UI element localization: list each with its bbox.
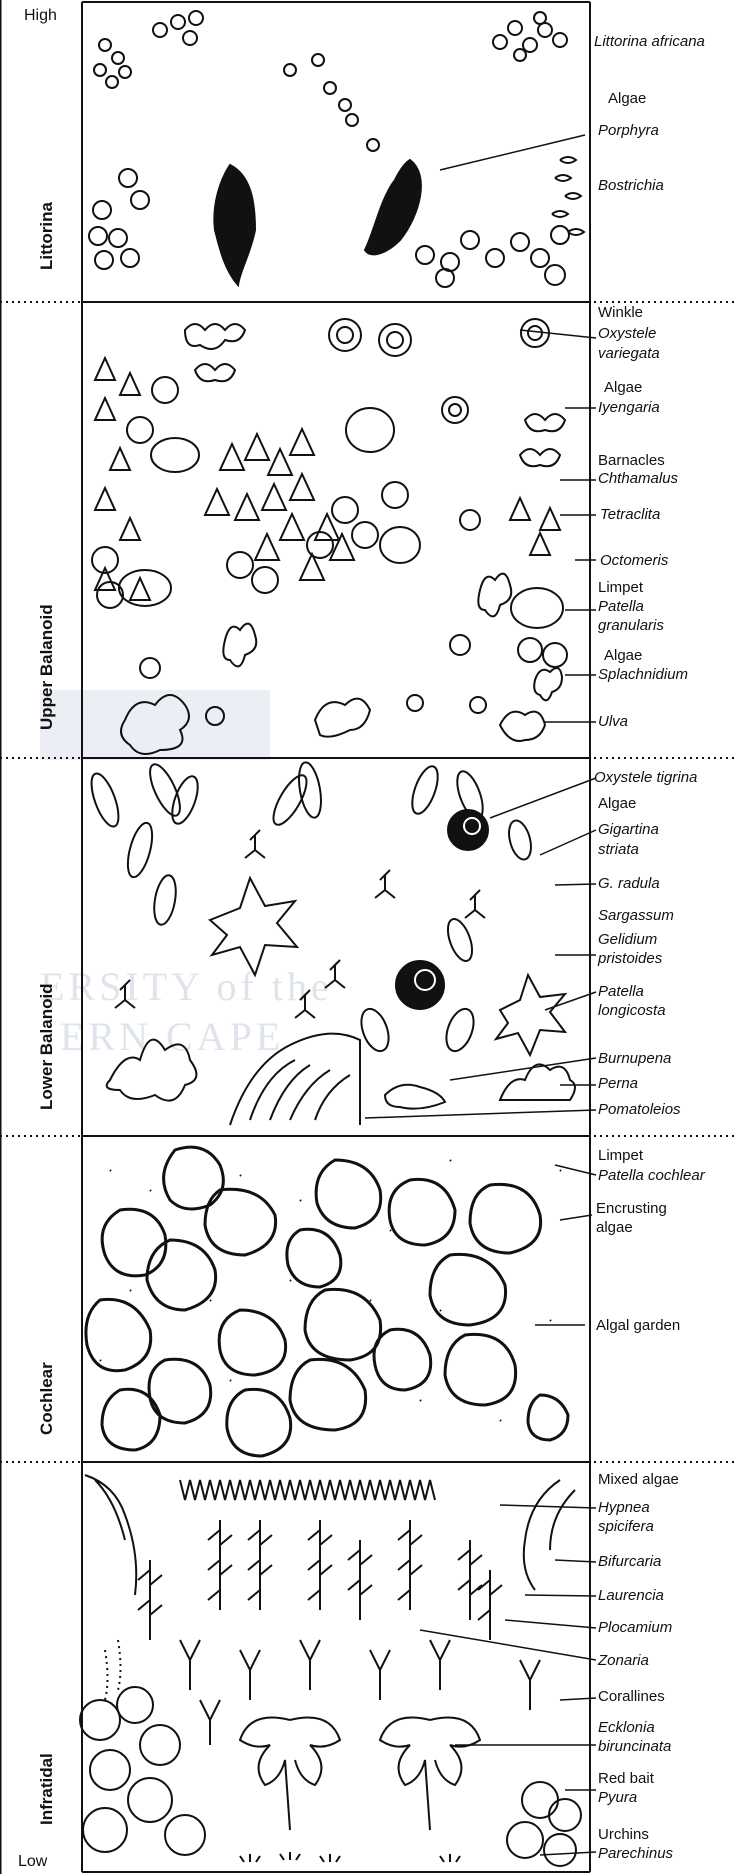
organism-label: Sargassum (598, 907, 674, 924)
organism-label: Zonaria (597, 1652, 649, 1669)
splachnidium (223, 574, 562, 701)
zone-name-cochlear: Cochlear (37, 1362, 56, 1435)
illustration-lower-balanoid (86, 760, 575, 1125)
iyengaria-clumps (185, 324, 565, 466)
organism-label: Bifurcaria (598, 1553, 661, 1570)
barnacles (95, 358, 560, 600)
organism-label: Perna (598, 1075, 638, 1092)
organism-label: algae (596, 1219, 633, 1236)
organism-label: biruncinata (598, 1738, 671, 1755)
organism-label: Ecklonia (598, 1719, 655, 1736)
laurencia-plocamium-fronds (138, 1520, 502, 1640)
red-bait-pyura (80, 1687, 581, 1866)
organism-label: Algae (604, 379, 642, 396)
organism-label: G. radula (598, 875, 660, 892)
organism-label: Littorina africana (594, 33, 705, 50)
organism-label: Corallines (598, 1688, 665, 1705)
organism-label: Algae (608, 90, 646, 107)
burnupena (385, 1085, 445, 1109)
organism-label: Algae (598, 795, 636, 812)
organism-label: Patella (598, 983, 644, 1000)
organism-label: Oxystele (598, 325, 656, 342)
organism-label: Algae (604, 647, 642, 664)
organism-label: Ulva (598, 713, 628, 730)
littorina-snails (89, 11, 569, 287)
illustration-cochlear (86, 1147, 585, 1456)
organism-label: Algal garden (596, 1317, 680, 1334)
organism-label: Gelidium (598, 931, 657, 948)
zone-name-upper-balanoid: Upper Balanoid (37, 604, 56, 730)
illustration-infratidal (80, 1475, 581, 1866)
organism-label: Pomatoleios (598, 1101, 681, 1118)
ecklonia-kelp (240, 1718, 480, 1831)
pointer (440, 135, 585, 170)
bostrichia-tufts (552, 157, 584, 235)
corallines (180, 1640, 540, 1745)
organism-label: Oxystele tigrina (594, 769, 697, 786)
organism-label: Patella (598, 598, 644, 615)
organism-label: Patella cochlear (598, 1167, 706, 1184)
organism-label: Gigartina (598, 821, 659, 838)
organism-label: Octomeris (600, 552, 669, 569)
organism-label: Tetraclita (600, 506, 660, 523)
organism-label: Mixed algae (598, 1471, 679, 1488)
organism-label: Winkle (598, 304, 643, 321)
organism-label: Hypnea (598, 1499, 650, 1516)
porphyra-blade (365, 160, 421, 254)
limpets (119, 408, 563, 628)
illustration-upper-balanoid (92, 319, 567, 754)
organism-label: Porphyra (598, 122, 659, 139)
organism-label: Laurencia (598, 1587, 664, 1604)
organism-label: variegata (598, 345, 660, 362)
organism-label: Barnacles (598, 452, 665, 469)
labels-infratidal: Mixed algae Hypnea spicifera Bifurcaria … (597, 1471, 679, 1862)
labels-littorina: Littorina africana Algae Porphyra Bostri… (594, 33, 705, 194)
octomeris (92, 377, 567, 667)
organism-label: Encrusting (596, 1200, 667, 1217)
dotted-connector (105, 1640, 121, 1700)
organism-label: Red bait (598, 1770, 655, 1787)
watermark: ERSITY of the ERN CAPE (40, 690, 333, 1059)
leader-lines (365, 330, 596, 1855)
organism-label: Bostrichia (598, 177, 664, 194)
diagram-frame (0, 0, 590, 1874)
gigartina-blades (86, 760, 535, 1054)
organism-label: Splachnidium (598, 666, 688, 683)
organism-label: granularis (598, 617, 664, 634)
zone-name-littorina: Littorina (37, 201, 56, 270)
organism-label: pristoides (597, 950, 663, 967)
watermark-line2: ERN CAPE (60, 1014, 284, 1059)
organism-label: Limpet (598, 1147, 644, 1164)
illustration-littorina (89, 11, 585, 287)
organism-label: Chthamalus (598, 470, 679, 487)
organism-label: Burnupena (598, 1050, 671, 1067)
high-label: High (24, 7, 57, 24)
zone-name-infratidal: Infratidal (37, 1753, 56, 1825)
organism-label: Parechinus (598, 1845, 674, 1862)
labels-cochlear: Limpet Patella cochlear Encrusting algae… (596, 1147, 706, 1334)
organism-label: spicifera (598, 1518, 654, 1535)
porphyra-blade (214, 165, 255, 285)
organism-label: Iyengaria (598, 399, 660, 416)
organism-label: Urchins (598, 1826, 649, 1843)
zone-name-lower-balanoid: Lower Balanoid (37, 983, 56, 1110)
organism-label: Plocamium (598, 1619, 672, 1636)
watermark-line1: ERSITY of the (40, 964, 333, 1009)
organism-label: striata (598, 841, 639, 858)
organism-label: Pyura (598, 1789, 637, 1806)
low-label: Low (18, 1853, 48, 1870)
labels-upper-balanoid: Winkle Oxystele variegata Algae Iyengari… (598, 304, 688, 730)
parechinus-urchins (240, 1852, 460, 1862)
patella-cochlear-limpets (86, 1147, 568, 1456)
organism-label: longicosta (598, 1002, 666, 1019)
organism-label: Limpet (598, 579, 644, 596)
labels-lower-balanoid: Oxystele tigrina Algae Gigartina striata… (594, 769, 697, 1118)
